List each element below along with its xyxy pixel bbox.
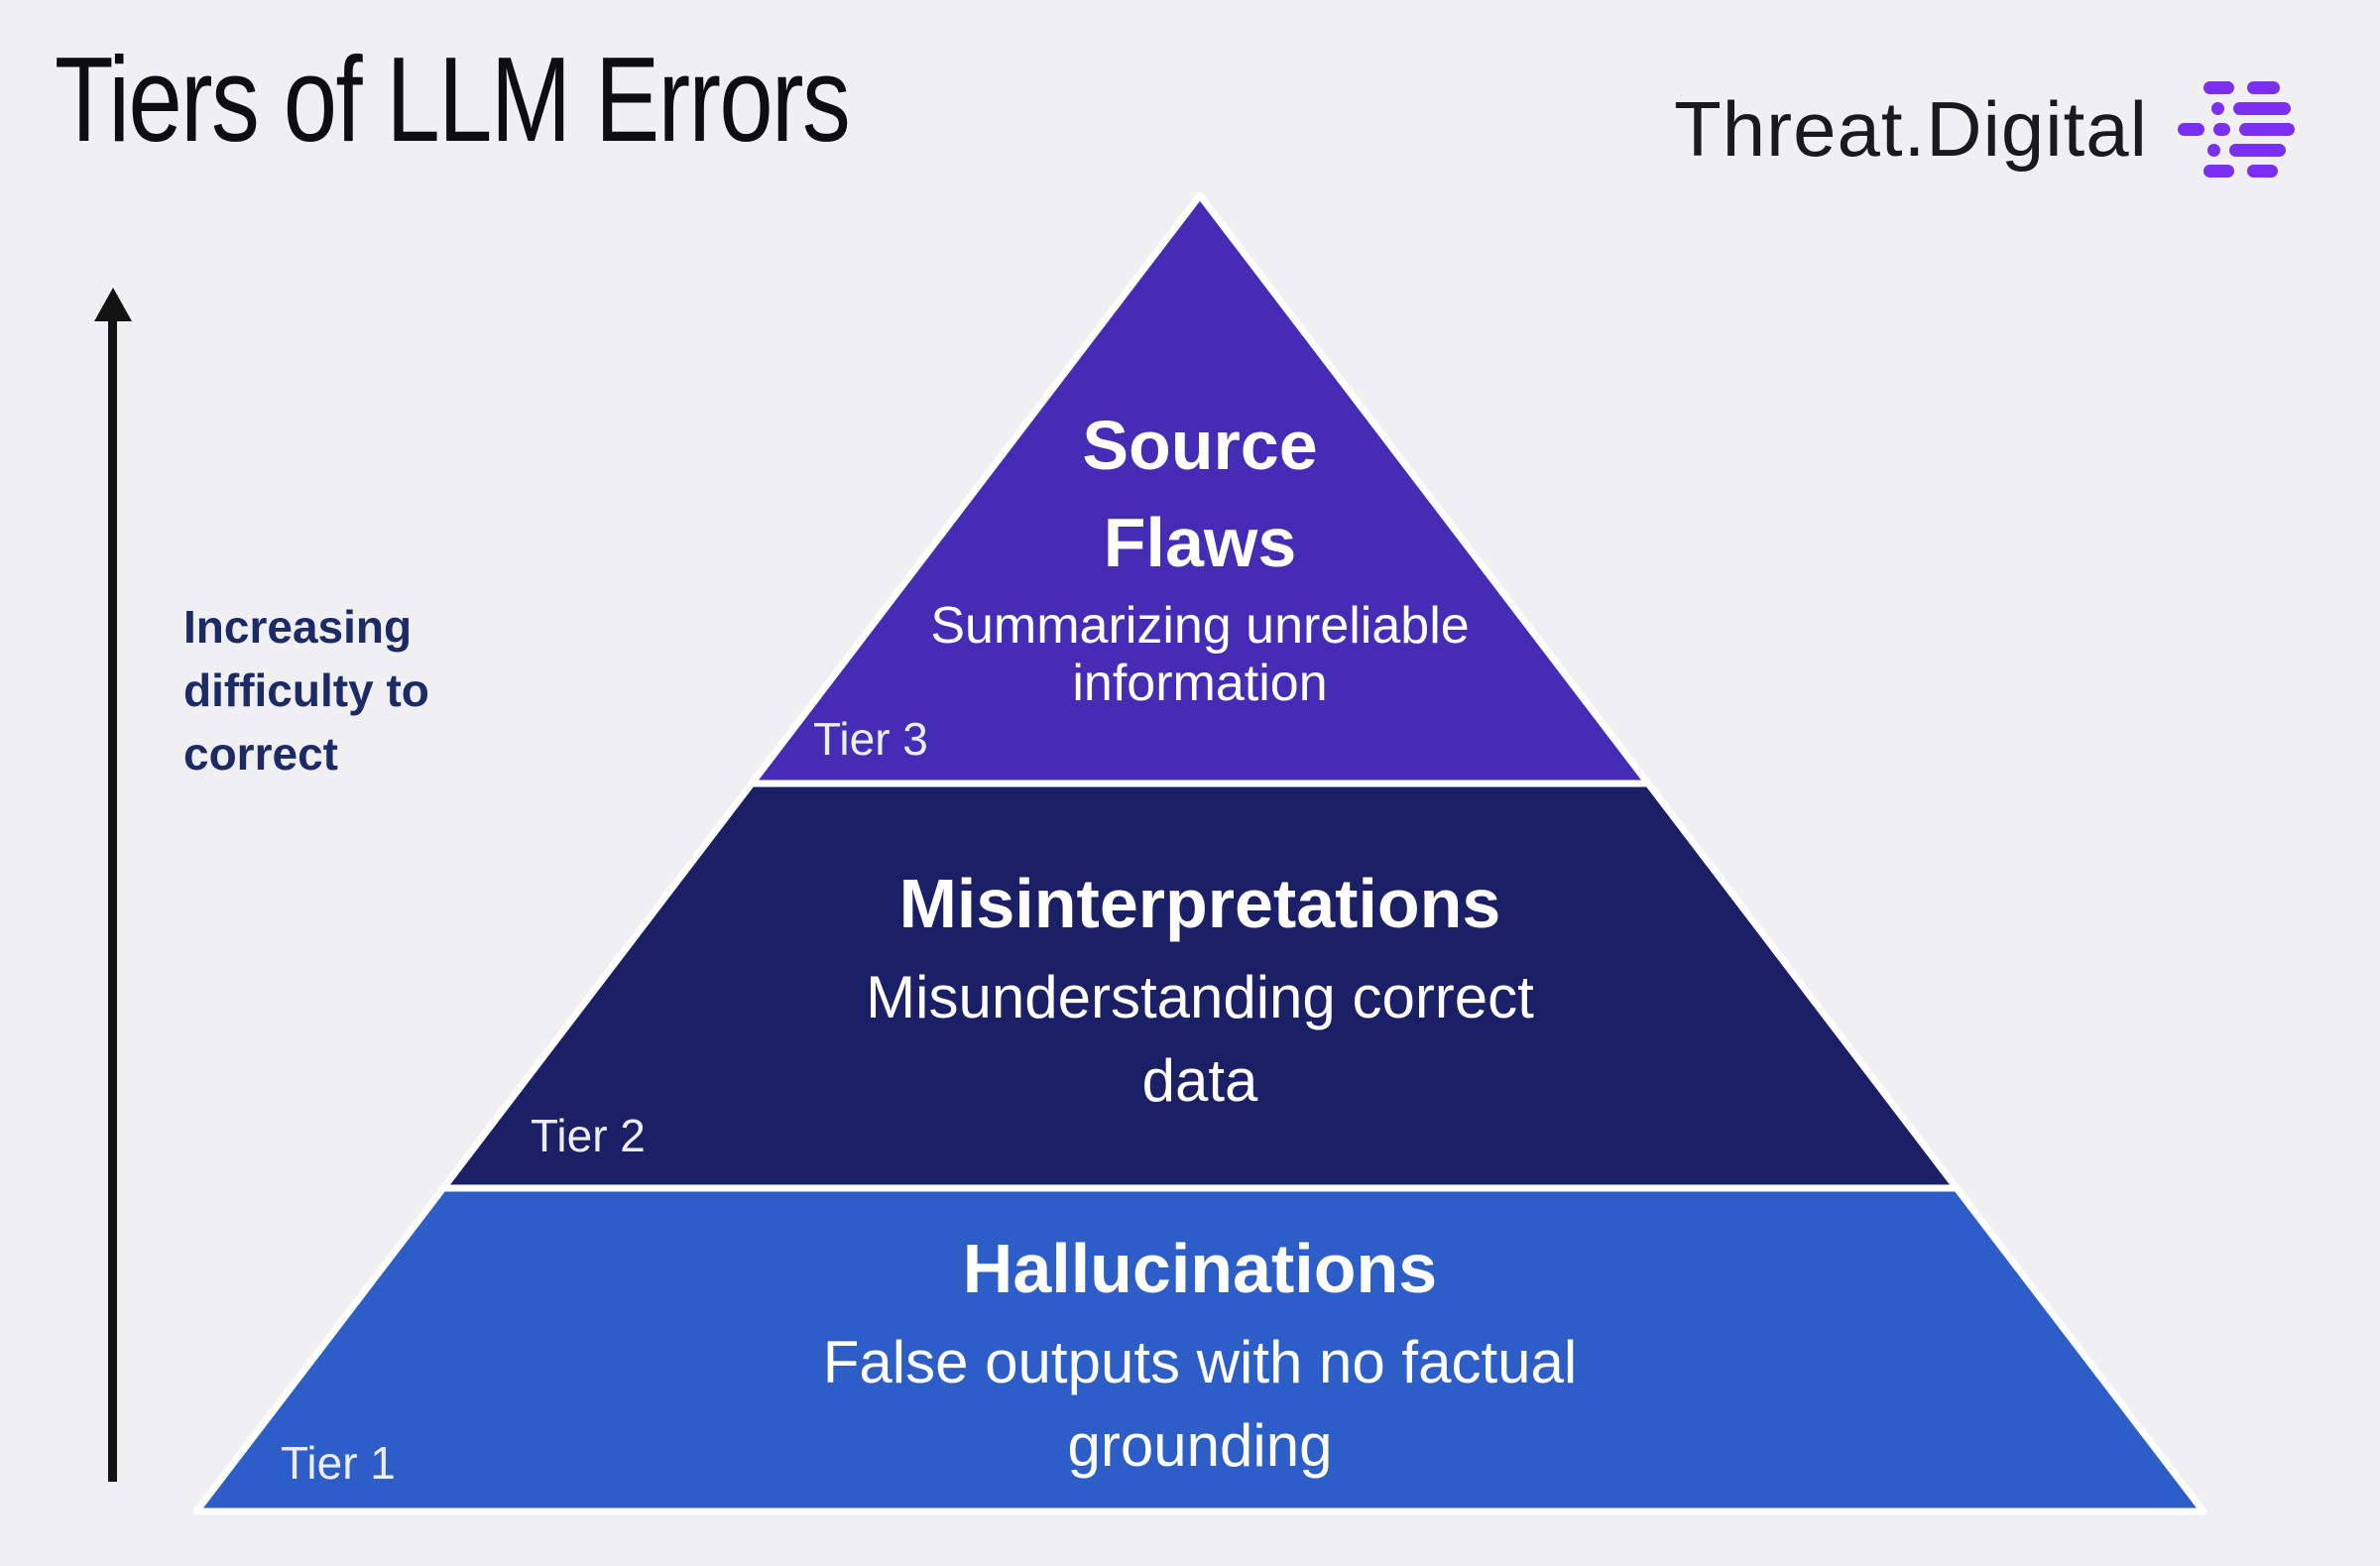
- tier-1-content: Hallucinations False outputs with no fac…: [407, 1220, 1993, 1488]
- tier-3-subtitle: Summarizing unreliable information: [407, 597, 1993, 712]
- tier-1-title: Hallucinations: [407, 1220, 1993, 1317]
- tier-3-title: Source Flaws: [407, 397, 1993, 591]
- tier-2-subtitle-line: data: [1141, 1047, 1258, 1114]
- tier-3-content: Source Flaws Summarizing unreliable info…: [407, 397, 1993, 712]
- difficulty-axis-label: Increasing difficulty to correct: [183, 595, 429, 785]
- tier-2-content: Misinterpretations Misunderstanding corr…: [407, 855, 1993, 1123]
- logo-wordmark: Threat.Digital: [1674, 85, 2148, 173]
- tier-1-label: Tier 1: [281, 1437, 396, 1489]
- difficulty-axis-label-line: correct: [183, 728, 338, 780]
- tier-3-subtitle-line: information: [1072, 655, 1328, 712]
- tier-1-subtitle: False outputs with no factual grounding: [407, 1321, 1993, 1488]
- tier-3-title-line: Flaws: [1103, 504, 1297, 581]
- tier-2-subtitle-line: Misunderstanding correct: [866, 964, 1534, 1030]
- tier-1-subtitle-line: False outputs with no factual: [822, 1329, 1578, 1395]
- tier-1-subtitle-line: grounding: [1067, 1412, 1333, 1479]
- tier-2-title-line: Misinterpretations: [898, 865, 1501, 942]
- difficulty-axis-label-line: difficulty to: [183, 664, 429, 716]
- page-title: Tiers of LLM Errors: [55, 32, 851, 167]
- tier-1-title-line: Hallucinations: [962, 1230, 1438, 1307]
- pyramid-tier-1-shape: [192, 1184, 2207, 1515]
- tier-3-label: Tier 3: [813, 713, 928, 765]
- difficulty-axis-label-line: Increasing: [183, 601, 413, 653]
- tier-2-title: Misinterpretations: [407, 855, 1993, 952]
- threat-digital-logo: Threat.Digital: [1674, 81, 2295, 178]
- tier-2-subtitle: Misunderstanding correct data: [407, 956, 1993, 1123]
- dashes-equalizer-icon: [2178, 81, 2295, 178]
- tier-3-title-line: Source: [1082, 407, 1318, 484]
- tier-2-label: Tier 2: [531, 1110, 646, 1161]
- tier-3-subtitle-line: Summarizing unreliable: [930, 597, 1470, 655]
- up-arrow-line: [108, 315, 117, 1482]
